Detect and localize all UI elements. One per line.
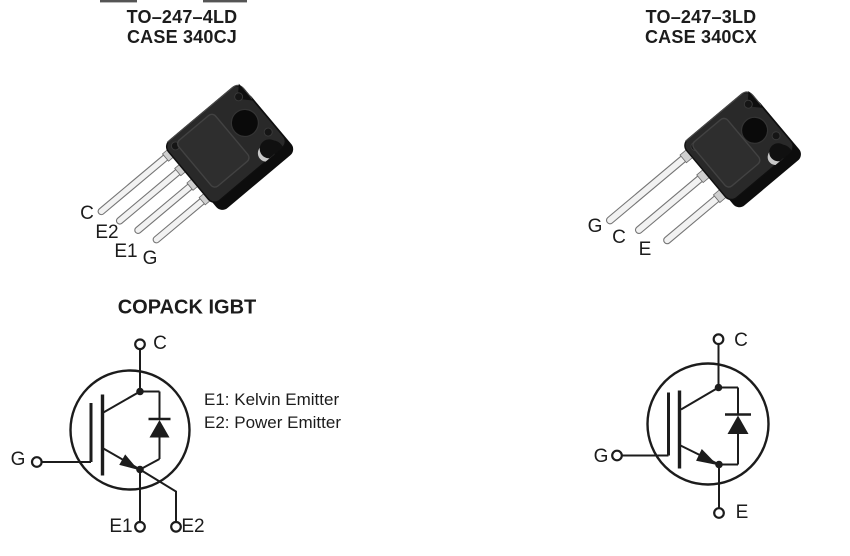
package-illustration-to247-4ld (97, 83, 294, 244)
package-title-right: TO–247–3LD CASE 340CX (645, 7, 757, 47)
package-bevel-highlight (166, 84, 253, 143)
gate-terminal (611, 449, 623, 462)
crop-artifact (203, 0, 247, 3)
pin-label-left-pkg-c: C (80, 203, 94, 224)
crop-artifact (100, 0, 137, 3)
collector-diagonal (102, 390, 141, 414)
terminal-label-right-c: C (734, 330, 748, 351)
terminal-label-left-e1: E1 (109, 516, 133, 537)
pin-label-left-pkg-e2: E2 (95, 222, 119, 243)
mounting-hole (230, 108, 259, 138)
pin-label-right-pkg-g: G (587, 216, 603, 237)
package-center-recess (177, 113, 250, 188)
emitter1-terminal (134, 520, 146, 533)
symbol-boundary-circle (69, 369, 191, 491)
igbt-symbol-copack-3ld (611, 333, 770, 519)
package-title-left-line2: CASE 340CJ (126, 27, 238, 47)
terminal-label-left-c: C (153, 333, 167, 354)
emitter-note-line2: E2: Power Emitter (204, 413, 341, 432)
emitter-note-line1: E1: Kelvin Emitter (204, 390, 340, 409)
emitter2-line (139, 468, 177, 522)
package-title-left-line1: TO–247–4LD (126, 7, 238, 27)
emitter-note: E1: Kelvin Emitter E2: Power Emitter (204, 388, 341, 434)
igbt-symbol-copack-4ld (30, 338, 191, 533)
emitter-arrow-icon (119, 454, 139, 470)
package-bevel-highlight (685, 91, 762, 142)
diode-icon (139, 390, 171, 471)
terminal-label-right-e: E (735, 502, 749, 523)
terminal-label-left-e2: E2 (181, 516, 205, 537)
emitter2-terminal (170, 520, 182, 533)
collector-terminal (712, 333, 725, 346)
package-leads (97, 143, 218, 244)
emitter-terminal (713, 507, 725, 519)
diode-triangle (727, 415, 749, 434)
package-illustration-to247-3ld (605, 91, 801, 245)
package-title-left: TO–247–4LD CASE 340CJ (127, 7, 238, 47)
package-center-recess (692, 117, 761, 188)
terminal-label-left-g: G (10, 449, 26, 470)
collector-terminal (134, 338, 146, 351)
mounting-hole (740, 116, 769, 144)
collector-node-dot (136, 387, 144, 396)
pin-label-right-pkg-c: C (612, 227, 626, 248)
terminal-label-right-g: G (593, 446, 609, 467)
package-title-right-line2: CASE 340CX (644, 27, 758, 47)
gate-terminal (30, 456, 43, 468)
pin-label-right-pkg-e: E (638, 239, 652, 260)
collector-node-dot (714, 383, 723, 392)
emitter-arrow-icon (696, 449, 718, 465)
symbol-boundary-circle (646, 362, 770, 486)
package-title-right-line1: TO–247–3LD (645, 7, 757, 27)
package-leads (605, 144, 732, 245)
pin-label-left-pkg-g: G (142, 248, 158, 269)
diode-triangle (149, 420, 170, 438)
copack-igbt-heading: COPACK IGBT (117, 296, 257, 319)
diode-icon (718, 386, 751, 466)
pin-label-left-pkg-e1: E1 (114, 241, 138, 262)
collector-diagonal (680, 386, 720, 411)
